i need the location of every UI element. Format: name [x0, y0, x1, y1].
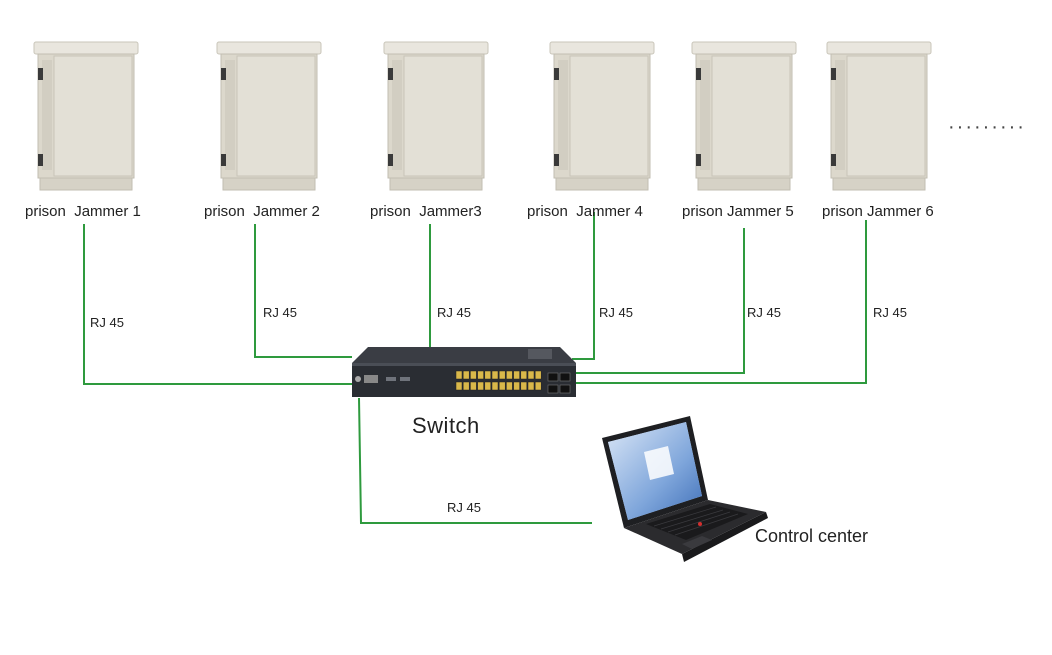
rj45-label-jammer-6: RJ 45 — [873, 305, 907, 320]
jammer-6-label: prison Jammer 6 — [822, 203, 934, 220]
jammer-4-cabinet-icon — [549, 41, 655, 191]
network-switch-icon — [352, 347, 576, 397]
jammer-3-label: prison Jammer3 — [370, 203, 482, 220]
laptop-icon — [602, 416, 768, 562]
link-jammer-2 — [254, 224, 352, 358]
jammer-6-cabinet-icon — [826, 41, 932, 191]
jammer-4-label: prison Jammer 4 — [527, 203, 643, 220]
rj45-label-jammer-4: RJ 45 — [599, 305, 633, 320]
more-jammers-indicator: ········· — [948, 116, 1026, 138]
control-center-label: Control center — [755, 526, 869, 546]
jammer-1-cabinet-icon — [33, 41, 139, 191]
rj45-label-jammer-3: RJ 45 — [437, 305, 471, 320]
rj45-label-jammer-2: RJ 45 — [263, 305, 297, 320]
switch-label: Switch — [412, 413, 480, 438]
rj45-label-jammer-1: RJ 45 — [90, 315, 124, 330]
jammer-1-label: prison Jammer 1 — [25, 203, 141, 220]
jammer-3-cabinet-icon — [383, 41, 489, 191]
link-jammer-6 — [572, 220, 867, 384]
rj45-label-jammer-5: RJ 45 — [747, 305, 781, 320]
link-jammer-4 — [572, 212, 595, 360]
rj45-label-control: RJ 45 — [447, 500, 481, 515]
jammer-2-cabinet-icon — [216, 41, 322, 191]
jammer-2-label: prison Jammer 2 — [204, 203, 320, 220]
link-jammer-5 — [572, 228, 745, 374]
link-jammer-1 — [83, 224, 352, 385]
link-control-center — [358, 397, 592, 524]
jammer-5-cabinet-icon — [691, 41, 797, 191]
jammer-5-label: prison Jammer 5 — [682, 203, 794, 220]
